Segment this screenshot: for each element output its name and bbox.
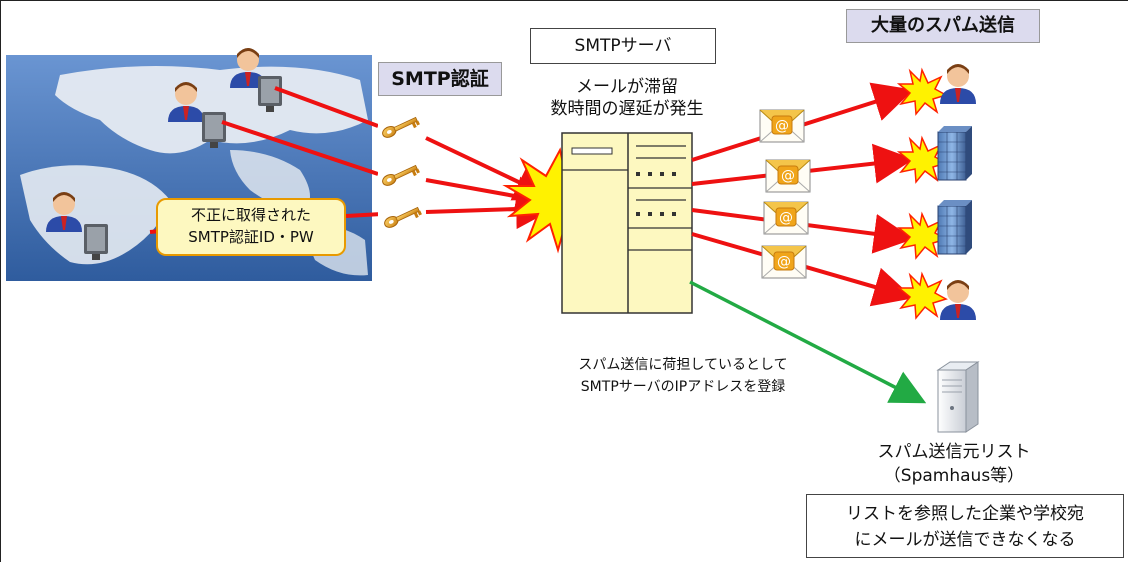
recipient-building-icon-1 bbox=[937, 125, 973, 181]
envelope-icon-2 bbox=[765, 159, 811, 193]
envelope-icon-4 bbox=[761, 245, 807, 279]
recipient-burst-icon-1 bbox=[898, 69, 947, 115]
mail-stuck-label: メールが滞留 数時間の遅延が発生 bbox=[550, 77, 704, 119]
blacklist-label: スパム送信元リスト （Spamhaus等） bbox=[877, 442, 1031, 486]
register-ip-label: スパム送信に荷担しているとして SMTPサーバのIPアドレスを登録 bbox=[578, 357, 788, 395]
mass-spam-label: 大量のスパム送信 bbox=[846, 9, 1040, 43]
smtp-auth-label: SMTP認証 bbox=[378, 62, 502, 96]
stolen-credentials-box: 不正に取得された SMTP認証ID・PW bbox=[156, 198, 346, 256]
recipient-burst-icon-4 bbox=[898, 273, 947, 319]
envelope-icon-1 bbox=[759, 109, 805, 143]
smtp-server-label: SMTPサーバ bbox=[530, 28, 716, 64]
attack-lines bbox=[149, 86, 383, 234]
envelope-icon-3 bbox=[763, 201, 809, 235]
recipient-building-icon-2 bbox=[937, 199, 973, 255]
recipient-user-icon-2 bbox=[940, 280, 976, 320]
blacklist-server-icon bbox=[936, 361, 980, 433]
smtp-server-icon bbox=[561, 132, 693, 314]
recipient-user-icon-1 bbox=[940, 64, 976, 104]
report-arrow bbox=[689, 280, 927, 404]
result-box: リストを参照した企業や学校宛 にメールが送信できなくなる bbox=[806, 494, 1124, 558]
